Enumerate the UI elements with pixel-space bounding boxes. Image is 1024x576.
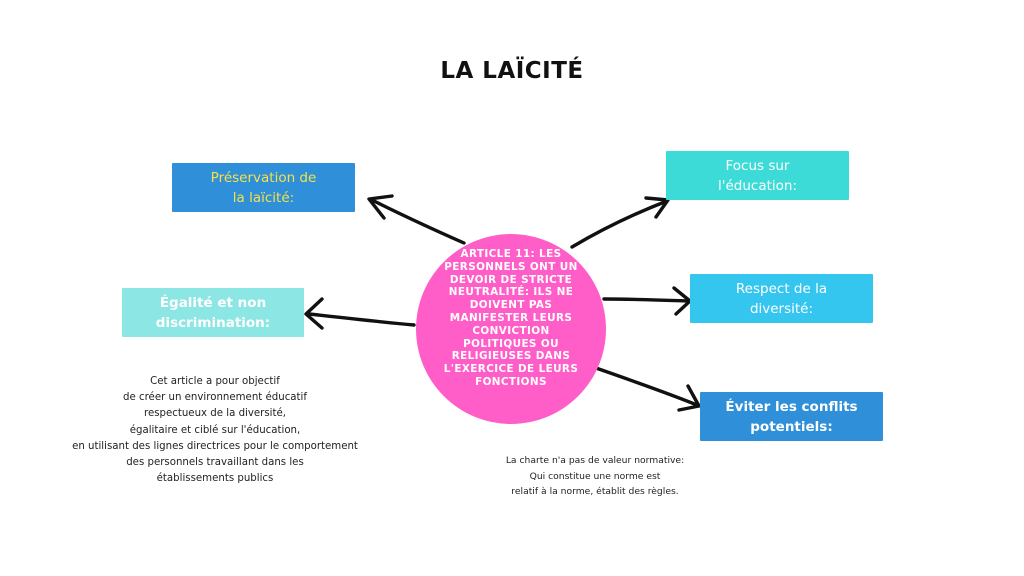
arrow-to-respect <box>602 286 692 316</box>
box-egalite-line1: Égalité et non <box>159 294 267 311</box>
box-egalite-line2: discrimination: <box>155 314 271 331</box>
center-line: DOIVENT PAS <box>469 299 553 312</box>
arrow-to-focus <box>570 196 670 249</box>
box-respect-line1: Respect de la <box>735 280 828 297</box>
box-respect-line2: diversité: <box>749 300 814 317</box>
note-left-line: respectueux de la diversité, <box>143 408 287 420</box>
center-line: ARTICLE 11: LES <box>460 248 562 260</box>
box-egalite: Égalité et non discrimination: <box>122 288 304 337</box>
arrow-to-eviter <box>594 366 701 412</box>
note-left: Cet article a pour objectif de créer un … <box>50 374 380 487</box>
box-preservation-line2: la laïcité: <box>232 189 295 206</box>
center-text: ARTICLE 11: LES PERSONNELS ONT UN DEVOIR… <box>430 248 592 389</box>
note-bottom-line: La charte n'a pas de valeur normative: <box>505 455 685 466</box>
box-eviter-line2: potentiels: <box>750 418 833 435</box>
box-preservation-line1: Préservation de <box>210 169 317 186</box>
note-left-line: égalitaire et ciblé sur l'éducation, <box>129 424 301 436</box>
note-bottom: La charte n'a pas de valeur normative: Q… <box>480 453 710 500</box>
center-line: NEUTRALITÉ: ILS NE <box>448 286 574 299</box>
note-left-line: Cet article a pour objectif <box>150 376 280 387</box>
box-focus-line2: l'éducation: <box>718 177 797 194</box>
note-left-line: établissements publics <box>156 473 274 485</box>
note-left-line: de créer un environnement éducatif <box>123 392 307 404</box>
center-line: POLITIQUES OU <box>463 337 559 350</box>
center-line: L'EXERCICE DE LEURS <box>443 363 579 376</box>
center-line: DEVOIR DE STRICTE <box>449 273 573 286</box>
center-line: MANIFESTER LEURS <box>449 311 573 324</box>
box-eviter: Éviter les conflits potentiels: <box>700 392 883 441</box>
note-bottom-line: Qui constitue une norme est <box>529 470 661 482</box>
arrow-to-egalite <box>304 297 416 330</box>
box-focus-line1: Focus sur <box>725 157 790 174</box>
arrow-to-preservation <box>367 194 466 245</box>
note-left-line: des personnels travaillant dans les <box>126 457 304 469</box>
box-preservation: Préservation de la laïcité: <box>172 163 355 212</box>
page-title: LA LAÏCITÉ <box>440 58 584 84</box>
center-circle <box>416 234 606 424</box>
center-line: PERSONNELS ONT UN <box>444 260 578 273</box>
center-line: CONVICTION <box>472 324 550 337</box>
box-respect: Respect de la diversité: <box>690 274 873 323</box>
center-line: FONCTIONS <box>475 375 547 388</box>
box-focus: Focus sur l'éducation: <box>666 151 849 200</box>
box-eviter-line1: Éviter les conflits <box>725 398 858 415</box>
note-bottom-line: relatif à la norme, établit des règles. <box>511 486 679 497</box>
center-line: RELIGIEUSES DANS <box>451 350 571 363</box>
note-left-line: en utilisant des lignes directrices pour… <box>72 440 358 452</box>
